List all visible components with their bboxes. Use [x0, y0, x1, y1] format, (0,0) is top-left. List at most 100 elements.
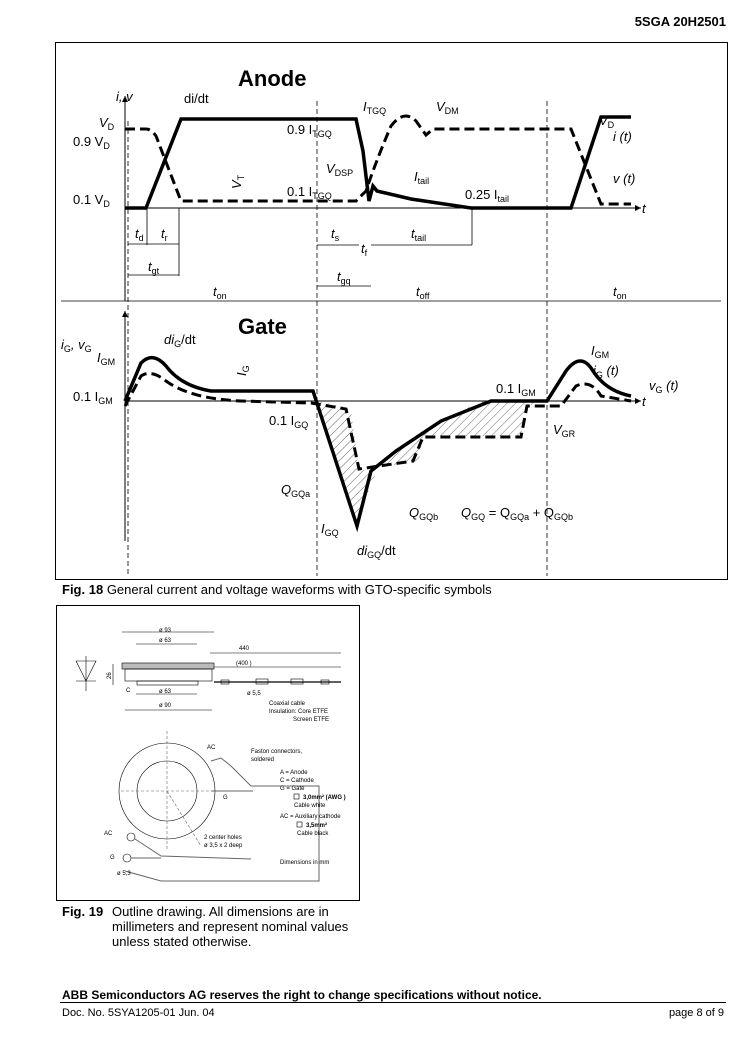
- fig18-waveforms: Anode i, v di/dt VD 0.9 VD 0.1 VD VT ITG…: [55, 42, 728, 580]
- label-qgqa-sub: GQa: [291, 489, 310, 499]
- label-01vd: 0.1 V: [73, 192, 104, 207]
- note-dimensions-unit: Dimensions in mm: [280, 860, 329, 866]
- legend-gate: G = Gate: [280, 786, 305, 792]
- label-vt-sub: T: [236, 174, 246, 180]
- svg-text:diGQ/dt: diGQ/dt: [357, 543, 396, 560]
- footer-disclaimer: ABB Semiconductors AG reserves the right…: [62, 988, 542, 1002]
- legend-cable1: 3,0mm² (AWG ): [303, 794, 346, 801]
- svg-text:tgq: tgq: [337, 269, 351, 286]
- label-09vd-sub: D: [103, 141, 110, 151]
- label-digdt-tail: /dt: [181, 332, 196, 347]
- legend-cathode: C = Cathode: [280, 778, 315, 784]
- fig19-outline-drawing: ø 93 ø 63 440 (400 ) 26 C ø 63 ø 90 ø 5,…: [56, 605, 360, 901]
- eq-qgqa: = Q: [485, 505, 510, 520]
- label-toff: t: [416, 284, 421, 299]
- label-igq-sub: GQ: [325, 528, 339, 538]
- gate-voltage-curve: [123, 371, 632, 471]
- vertical-markers: [127, 101, 548, 576]
- svg-text:diG/dt: diG/dt: [164, 332, 196, 349]
- anode-title: Anode: [238, 66, 306, 91]
- legend-cable1-color: Cable white: [294, 803, 326, 809]
- label-01igm-right: 0.1 I: [496, 381, 521, 396]
- gate-current-curve: [123, 356, 632, 533]
- gate-diagram: Gate iG, vG IGM 0.1 IGM diG/dt IG 0.1 IG…: [61, 311, 678, 560]
- svg-text:VDM: VDM: [436, 99, 459, 116]
- top-view: [118, 731, 320, 882]
- label-ig-level: I: [234, 372, 249, 376]
- label-01itgq: 0.1 I: [287, 184, 312, 199]
- label-tr: t: [161, 226, 166, 241]
- svg-text:ts: ts: [331, 226, 340, 243]
- note-insulation-core: Insulation: Core ETFE: [269, 709, 328, 715]
- legend-cable2: 3,5mm²: [306, 822, 327, 829]
- cable-square-icon: [293, 793, 300, 800]
- label-vd-right-sub: D: [608, 120, 615, 130]
- svg-text:QGQa: QGQa: [281, 482, 310, 499]
- note-holes-dim: ø 3,5 x 2 deep: [204, 843, 243, 849]
- eq-qgqa-sub: GQa: [510, 512, 529, 522]
- label-digdt: di: [164, 332, 175, 347]
- side-view: [75, 631, 341, 711]
- svg-text:0.25 Itail: 0.25 Itail: [465, 187, 509, 204]
- footer-page-number: page 8 of 9: [668, 1007, 724, 1019]
- label-vdsp: V: [326, 161, 336, 176]
- label-09vd: 0.9 V: [73, 134, 104, 149]
- svg-text:IGM: IGM: [591, 343, 609, 360]
- label-vdm: V: [436, 99, 446, 114]
- label-td-sub: d: [139, 233, 144, 243]
- label-ton: t: [213, 284, 218, 299]
- dim-400: (400 ): [236, 661, 252, 667]
- label-09itgq: 0.9 I: [287, 122, 312, 137]
- svg-text:vG (t): vG (t): [649, 378, 678, 395]
- svg-text:IGQ: IGQ: [321, 521, 339, 538]
- fig18-number: Fig. 18: [62, 582, 104, 597]
- label-ig: i: [61, 337, 65, 352]
- label-qgqa: Q: [281, 482, 291, 497]
- label-01igm: 0.1 I: [73, 389, 98, 404]
- label-01vd-sub: D: [103, 199, 110, 209]
- svg-text:toff: toff: [416, 284, 430, 301]
- footer-doc-number: Doc. No. 5SYA1205-01 Jun. 04: [62, 1007, 215, 1019]
- label-vd: V: [99, 115, 109, 130]
- dim-63-bottom: ø 63: [159, 689, 172, 695]
- svg-text:td: td: [135, 226, 144, 243]
- svg-text:IGM: IGM: [97, 350, 115, 367]
- label-vgr-sub: GR: [562, 429, 576, 439]
- label-i-t: i (t): [613, 129, 632, 144]
- svg-text:QGQb: QGQb: [409, 505, 438, 522]
- label-digqdt: di: [357, 543, 368, 558]
- label-ton-sub: on: [217, 291, 227, 301]
- note-holes: 2 center holes: [204, 835, 242, 841]
- label-01igq: 0.1 I: [269, 413, 294, 428]
- label-tgt: t: [148, 259, 153, 274]
- label-g-bottom: G: [110, 855, 115, 861]
- label-digqdt-sub: GQ: [367, 550, 381, 560]
- label-ig-sub: G: [64, 344, 71, 354]
- label-didt: di/dt: [184, 91, 209, 106]
- label-tf-sub: f: [365, 248, 368, 258]
- label-01igq-sub: GQ: [294, 420, 308, 430]
- label-vt: V: [229, 179, 244, 189]
- svg-text:iG (t): iG (t): [593, 363, 619, 380]
- svg-text:0.1 VD: 0.1 VD: [73, 192, 110, 209]
- svg-text:ton: ton: [213, 284, 227, 301]
- fig18-caption-text: General current and voltage waveforms wi…: [106, 582, 492, 597]
- fig18-caption: Fig. 18 General current and voltage wave…: [62, 582, 492, 597]
- label-g-top: G: [223, 795, 228, 801]
- label-vd-right: V: [599, 113, 609, 128]
- label-025itail: 0.25 I: [465, 187, 498, 202]
- dim-90: ø 90: [159, 703, 172, 709]
- label-ac-top: AC: [207, 745, 216, 751]
- dim-26: 26: [107, 672, 113, 679]
- label-ts-sub: s: [335, 233, 340, 243]
- label-025itail-sub: tail: [498, 194, 510, 204]
- label-vg: , v: [71, 337, 86, 352]
- fig19-caption-text: Outline drawing. All dimensions are in m…: [112, 904, 349, 949]
- note-insulation-screen: Screen ETFE: [293, 717, 329, 723]
- label-c: C: [126, 688, 131, 694]
- svg-text:0.9 ITGQ: 0.9 ITGQ: [287, 122, 332, 139]
- svg-text:VGR: VGR: [553, 422, 576, 439]
- label-igm: I: [97, 350, 101, 365]
- anode-diagram: Anode i, v di/dt VD 0.9 VD 0.1 VD VT ITG…: [61, 66, 721, 576]
